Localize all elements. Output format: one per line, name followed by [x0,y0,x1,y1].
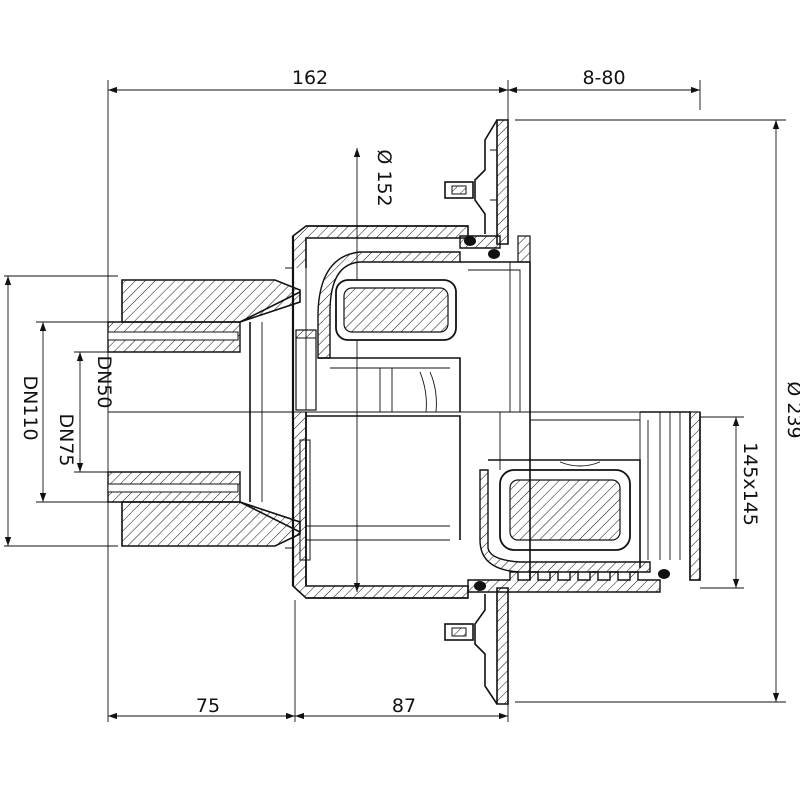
pipe-wall-bottom-outer [121,501,301,547]
body-outline [285,225,468,599]
outlet-pipe [107,279,301,547]
drain-body [292,225,469,599]
grate [529,411,701,581]
ribbed-insert [467,571,661,593]
dim-bottom-left: 75 [196,695,220,717]
dim-inner-diameter: Ø 152 [373,149,395,206]
pipe-wall-top-outer [121,279,301,323]
o-ring-lower-right [658,569,670,579]
o-ring-lower [474,581,486,591]
dim-grate-size: 145x145 [739,442,761,526]
dim-top-overall: 162 [292,67,328,89]
flange-stem-lower [496,587,509,705]
dim-dn50: DN50 [93,355,115,408]
dimension-labels: 162 8-80 75 87 Ø 152 Ø 239 145x145 DN110… [19,67,800,717]
body-lower-shell [292,412,469,599]
dim-dn110: DN110 [19,375,41,440]
dim-dn75: DN75 [55,413,77,466]
upper-flange [444,119,531,412]
flange-stem-upper [496,119,509,245]
o-ring-upper-left [464,236,476,246]
dim-outer-diameter: Ø 239 [783,381,800,438]
trap-upper [317,251,461,359]
dim-top-adjust: 8-80 [582,67,625,89]
lower-flange [444,412,670,705]
trap-lower [479,469,651,573]
dim-bottom-right: 87 [392,695,416,717]
o-ring-upper-right [488,249,500,259]
